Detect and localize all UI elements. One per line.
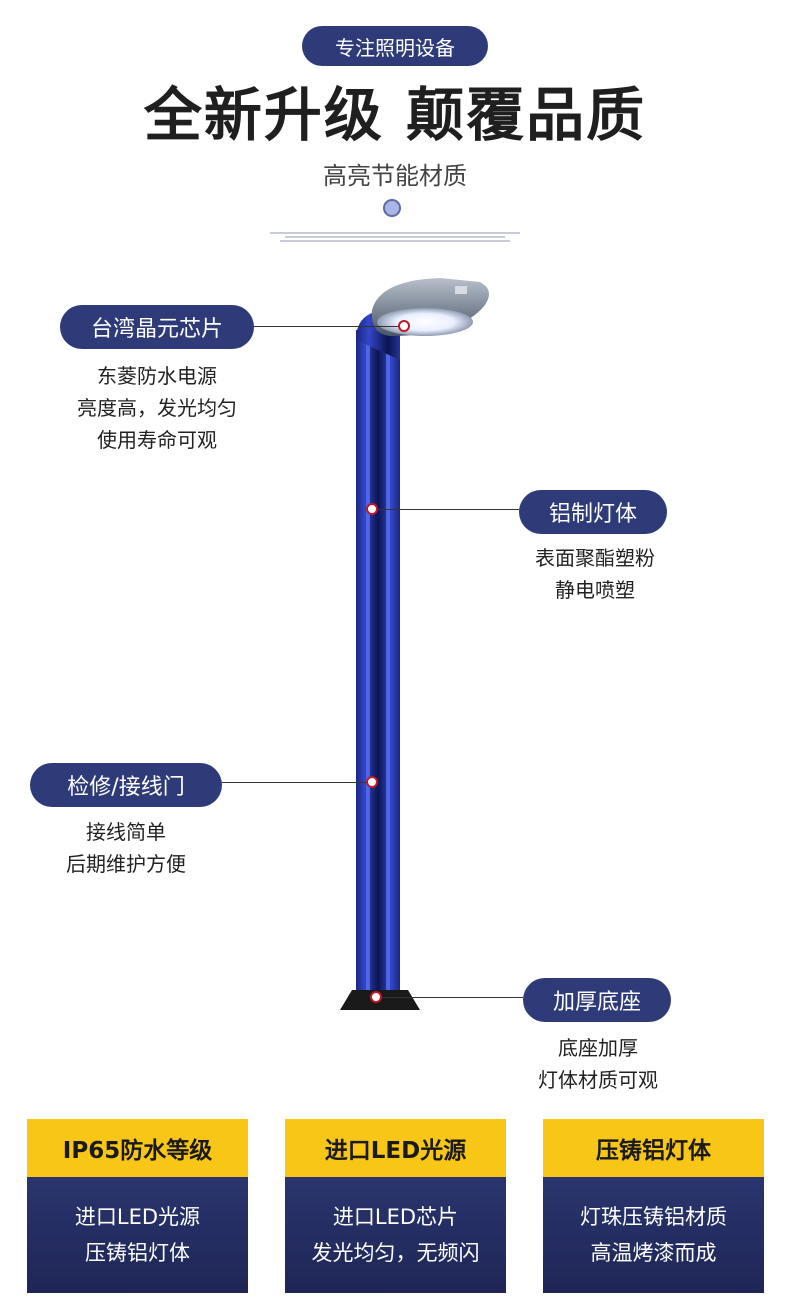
lamp-light	[377, 308, 473, 336]
marker-chip	[398, 320, 410, 332]
card-title: IP65防水等级	[27, 1119, 248, 1177]
feature-desc-thick-base: 底座加厚 灯体材质可观	[538, 1036, 658, 1092]
street-light-illustration	[340, 278, 489, 1010]
leader-line-chip	[254, 326, 400, 327]
card-title: 进口LED光源	[285, 1119, 506, 1177]
leader-line-aluminum-body	[378, 509, 519, 510]
leader-line-service-door	[222, 782, 368, 783]
leader-line-thick-base	[382, 997, 523, 998]
marker-thick-base	[370, 991, 382, 1003]
card-body: 灯珠压铸铝材质 高温烤漆而成	[543, 1177, 764, 1293]
marker-aluminum-body	[366, 503, 378, 515]
card-led-source: 进口LED光源 进口LED芯片 发光均匀，无频闪	[285, 1119, 506, 1293]
feature-desc-aluminum-body: 表面聚酯塑粉 静电喷塑	[535, 546, 655, 602]
pole-body	[356, 330, 400, 995]
subheadline: 高亮节能材质	[323, 162, 467, 190]
feature-label-aluminum-body: 铝制灯体	[519, 490, 667, 534]
feature-desc-chip: 东菱防水电源 亮度高，发光均匀 使用寿命可观	[77, 364, 237, 452]
feature-label-service-door: 检修/接线门	[30, 763, 222, 807]
feature-desc-service-door: 接线简单 后期维护方便	[66, 820, 186, 876]
card-body: 进口LED光源 压铸铝灯体	[27, 1177, 248, 1293]
top-tag: 专注照明设备	[302, 26, 488, 66]
feature-label-thick-base: 加厚底座	[523, 978, 671, 1022]
card-body: 进口LED芯片 发光均匀，无频闪	[285, 1177, 506, 1293]
feature-label-chip: 台湾晶元芯片	[60, 305, 254, 349]
decorative-dot-icon	[383, 199, 401, 217]
headline: 全新升级 颠覆品质	[143, 81, 647, 149]
marker-service-door	[366, 776, 378, 788]
card-die-cast-body: 压铸铝灯体 灯珠压铸铝材质 高温烤漆而成	[543, 1119, 764, 1293]
card-waterproof: IP65防水等级 进口LED光源 压铸铝灯体	[27, 1119, 248, 1293]
card-title: 压铸铝灯体	[543, 1119, 764, 1177]
decorative-fine-print	[265, 230, 525, 250]
